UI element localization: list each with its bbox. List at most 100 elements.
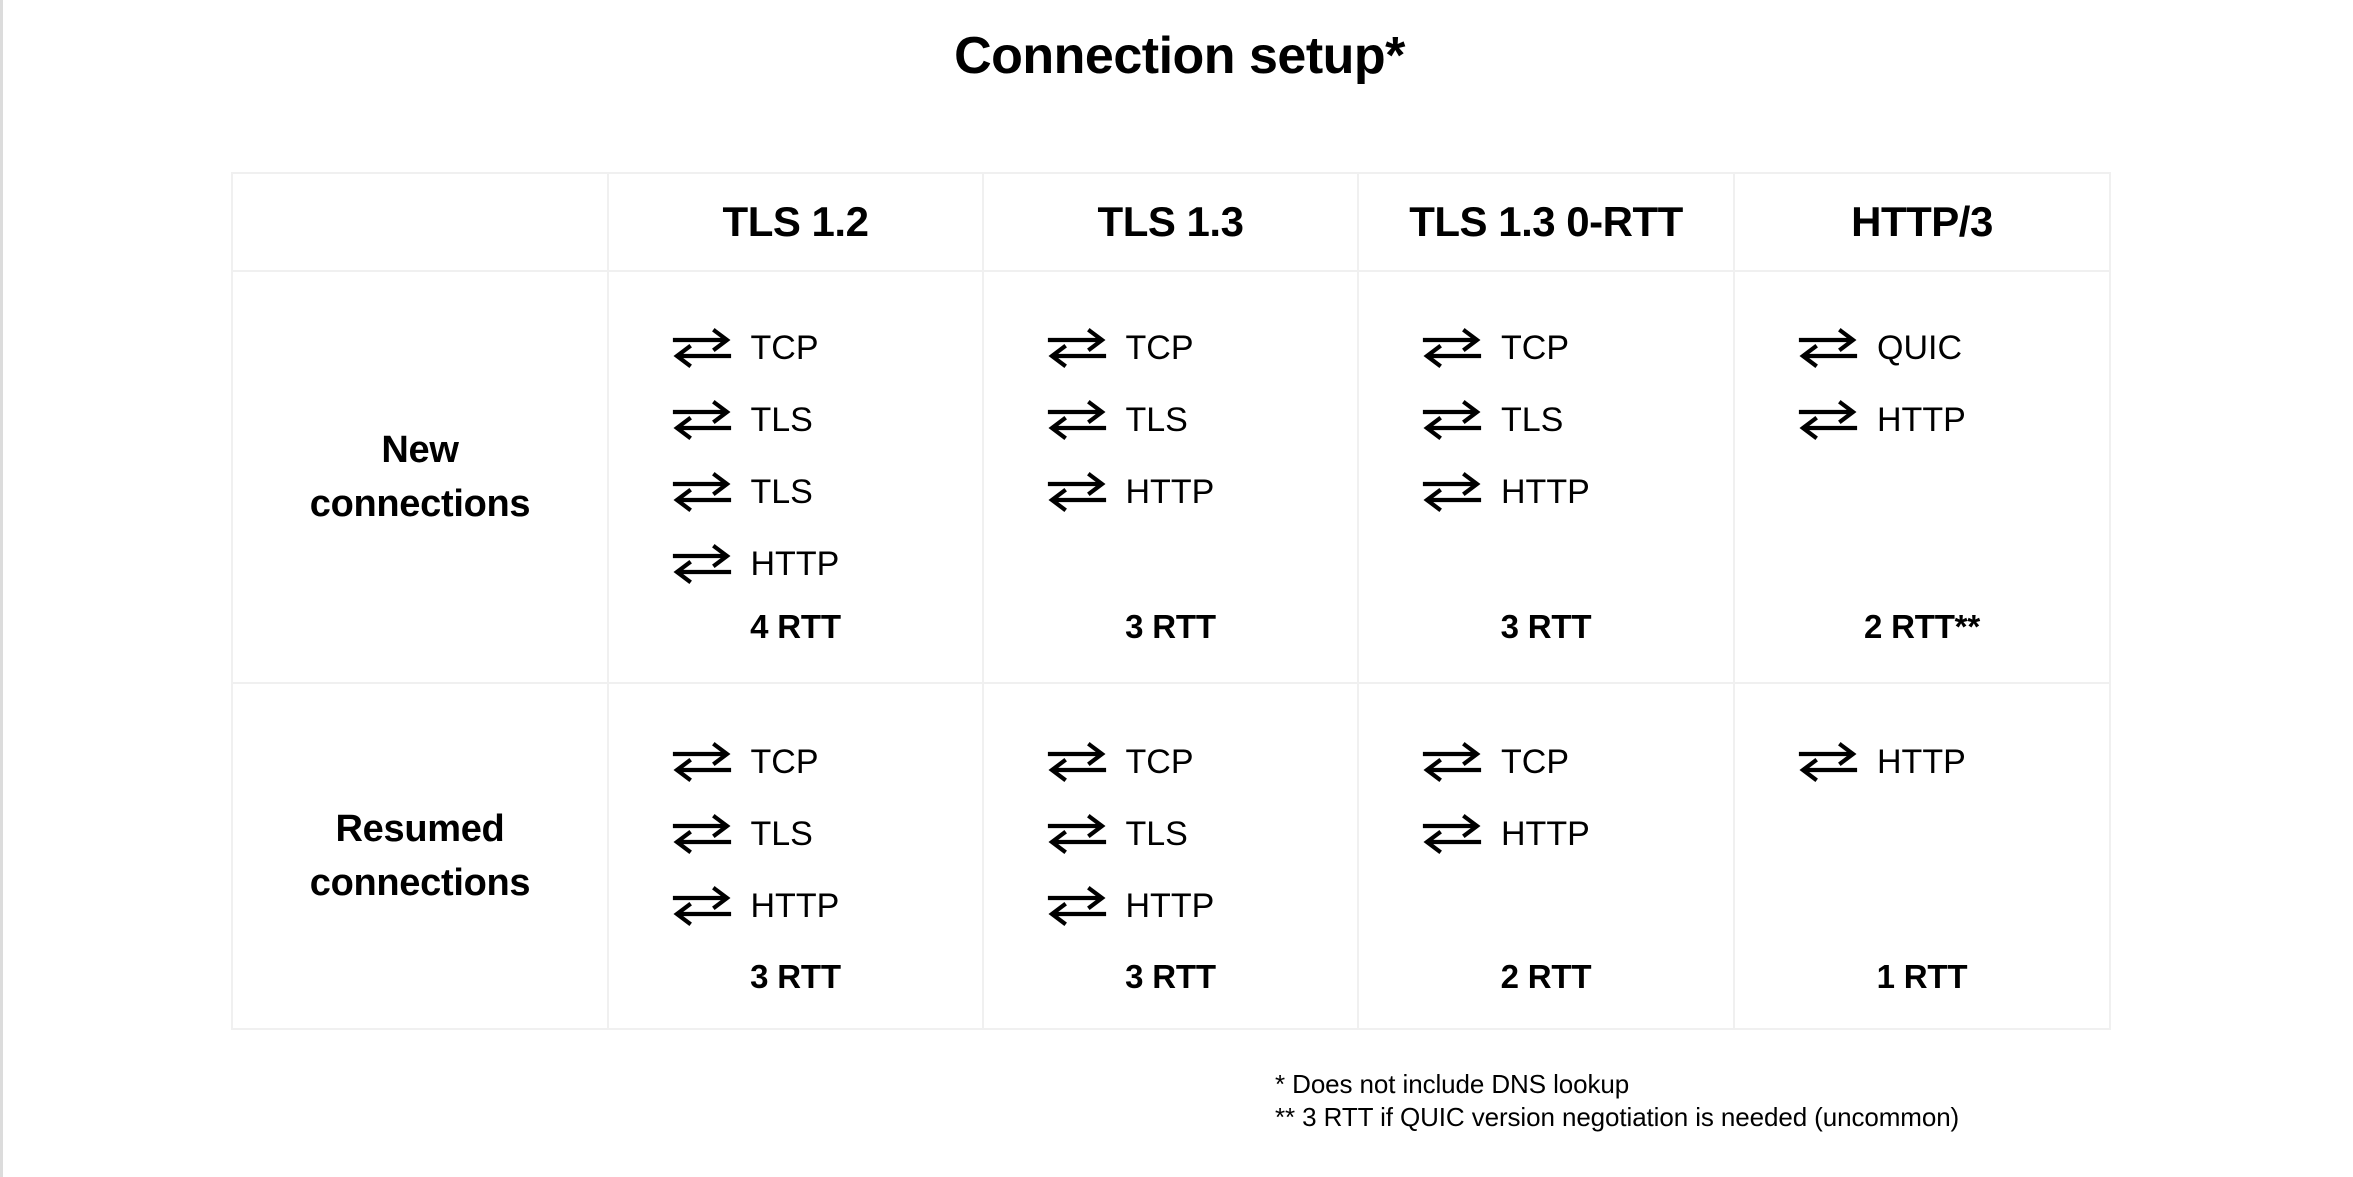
bidirectional-arrows-icon	[1046, 740, 1108, 784]
handshake-cell: QUIC HTTP 2 RTT**	[1733, 270, 2111, 684]
handshake-cell: TCP TLS HTTP 3 RTT	[982, 270, 1359, 684]
connection-setup-table-wrapper: TLS 1.2 TLS 1.3 TLS 1.3 0-RTT HTTP/3 New…	[231, 172, 2111, 1030]
handshake-step-label: TLS	[1125, 401, 1188, 439]
handshake-step: HTTP	[1797, 726, 2047, 798]
handshake-step: HTTP	[1421, 798, 1671, 870]
bidirectional-arrows-icon	[1797, 740, 1859, 784]
handshake-step-label: HTTP	[1125, 887, 1215, 925]
handshake-step-label: TLS	[1501, 401, 1564, 439]
bidirectional-arrows-icon	[1046, 884, 1108, 928]
handshake-step: TLS	[671, 798, 921, 870]
handshake-step-list: QUIC HTTP 2 RTT**	[1735, 272, 2109, 682]
handshake-step-label: TCP	[1125, 329, 1194, 367]
page-title: Connection setup*	[954, 27, 1405, 85]
rtt-total: 3 RTT	[750, 958, 841, 995]
row-label-line1: Resumed	[335, 808, 505, 850]
footnote-quic: ** 3 RTT if QUIC version negotiation is …	[1275, 1102, 1960, 1132]
handshake-step-label: TLS	[750, 401, 813, 439]
row-label-line2: connections	[309, 483, 531, 525]
handshake-step: TCP	[1421, 726, 1671, 798]
bidirectional-arrows-icon	[671, 884, 733, 928]
table-corner-cell	[231, 172, 609, 272]
row-label-line1: New	[381, 429, 459, 471]
row-label-line2: connections	[309, 862, 531, 904]
handshake-step-label: TCP	[1501, 743, 1569, 781]
handshake-step: TLS	[671, 384, 921, 456]
handshake-step: TCP	[1046, 312, 1296, 384]
bidirectional-arrows-icon	[671, 326, 733, 370]
bidirectional-arrows-icon	[671, 470, 733, 514]
rtt-total: 3 RTT	[1500, 608, 1592, 645]
bidirectional-arrows-icon	[671, 812, 733, 856]
bidirectional-arrows-icon	[1046, 470, 1108, 514]
handshake-step: HTTP	[1046, 870, 1296, 942]
table-header-row: TLS 1.2 TLS 1.3 TLS 1.3 0-RTT HTTP/3	[231, 172, 2111, 272]
bidirectional-arrows-icon	[1797, 398, 1859, 442]
handshake-step-label: HTTP	[1125, 473, 1215, 511]
handshake-step-label: TLS	[1125, 815, 1188, 853]
bidirectional-arrows-icon	[1421, 740, 1483, 784]
handshake-step-label: HTTP	[1877, 743, 1966, 781]
rtt-total: 3 RTT	[1125, 608, 1216, 645]
handshake-step-list: TCP TLS HTTP 3 RTT	[609, 684, 982, 1028]
connection-setup-table: TLS 1.2 TLS 1.3 TLS 1.3 0-RTT HTTP/3 New…	[231, 172, 2111, 1030]
handshake-cell: TCP HTTP 2 RTT	[1357, 682, 1735, 1030]
table-row: New connections TCP TLS TLS HTTP 4 RTT TCP TLS HT…	[231, 270, 2111, 684]
handshake-cell: TCP TLS HTTP 3 RTT	[982, 682, 1359, 1030]
bidirectional-arrows-icon	[1421, 812, 1483, 856]
handshake-step: HTTP	[1797, 384, 2047, 456]
rtt-total: 2 RTT**	[1864, 608, 1980, 645]
handshake-cell: HTTP 1 RTT	[1733, 682, 2111, 1030]
handshake-step-label: TCP	[750, 743, 819, 781]
bidirectional-arrows-icon	[1046, 398, 1108, 442]
handshake-step-label: QUIC	[1877, 329, 1962, 367]
handshake-step: HTTP	[671, 870, 921, 942]
bidirectional-arrows-icon	[1797, 326, 1859, 370]
bidirectional-arrows-icon	[1421, 470, 1483, 514]
handshake-cell: TCP TLS HTTP 3 RTT	[607, 682, 984, 1030]
handshake-step-label: TCP	[750, 329, 819, 367]
handshake-step: TCP	[671, 312, 921, 384]
rtt-total: 4 RTT	[750, 608, 841, 645]
handshake-step: TLS	[1046, 798, 1296, 870]
handshake-step: TCP	[671, 726, 921, 798]
bidirectional-arrows-icon	[1421, 398, 1483, 442]
rtt-total: 2 RTT	[1500, 958, 1592, 995]
bidirectional-arrows-icon	[1046, 326, 1108, 370]
handshake-step: TLS	[1421, 384, 1671, 456]
row-label-new-connections: New connections	[231, 270, 609, 684]
handshake-step: TCP	[1421, 312, 1671, 384]
row-label-resumed-connections: Resumed connections	[231, 682, 609, 1030]
handshake-step-list: TCP TLS HTTP 3 RTT	[984, 272, 1357, 682]
handshake-step-label: HTTP	[1877, 401, 1966, 439]
bidirectional-arrows-icon	[671, 740, 733, 784]
handshake-step-list: TCP TLS HTTP 3 RTT	[1359, 272, 1733, 682]
table-row: Resumed connections TCP TLS HTTP 3 RTT TCP TLS H…	[231, 682, 2111, 1030]
handshake-step-label: TLS	[750, 815, 813, 853]
handshake-step: HTTP	[1046, 456, 1296, 528]
handshake-step-label: HTTP	[750, 545, 840, 583]
rtt-total: 3 RTT	[1125, 958, 1216, 995]
handshake-step: TCP	[1046, 726, 1296, 798]
footnotes: * Does not include DNS lookup ** 3 RTT i…	[1275, 1068, 1959, 1134]
handshake-step-list: TCP TLS HTTP 3 RTT	[984, 684, 1357, 1028]
column-header-tls13-0rtt: TLS 1.3 0-RTT	[1357, 172, 1735, 272]
handshake-step: TLS	[1046, 384, 1296, 456]
footnote-dns: * Does not include DNS lookup	[1275, 1069, 1630, 1099]
bidirectional-arrows-icon	[1421, 326, 1483, 370]
bidirectional-arrows-icon	[671, 542, 733, 586]
handshake-step-label: HTTP	[750, 887, 840, 925]
handshake-step-list: HTTP 1 RTT	[1735, 684, 2109, 1028]
handshake-step-label: TCP	[1501, 329, 1569, 367]
handshake-step: HTTP	[671, 528, 921, 600]
handshake-step: HTTP	[1421, 456, 1671, 528]
handshake-step-label: TCP	[1125, 743, 1194, 781]
handshake-cell: TCP TLS HTTP 3 RTT	[1357, 270, 1735, 684]
rtt-total: 1 RTT	[1876, 958, 1968, 995]
handshake-step-list: TCP HTTP 2 RTT	[1359, 684, 1733, 1028]
bidirectional-arrows-icon	[671, 398, 733, 442]
column-header-http3: HTTP/3	[1733, 172, 2111, 272]
